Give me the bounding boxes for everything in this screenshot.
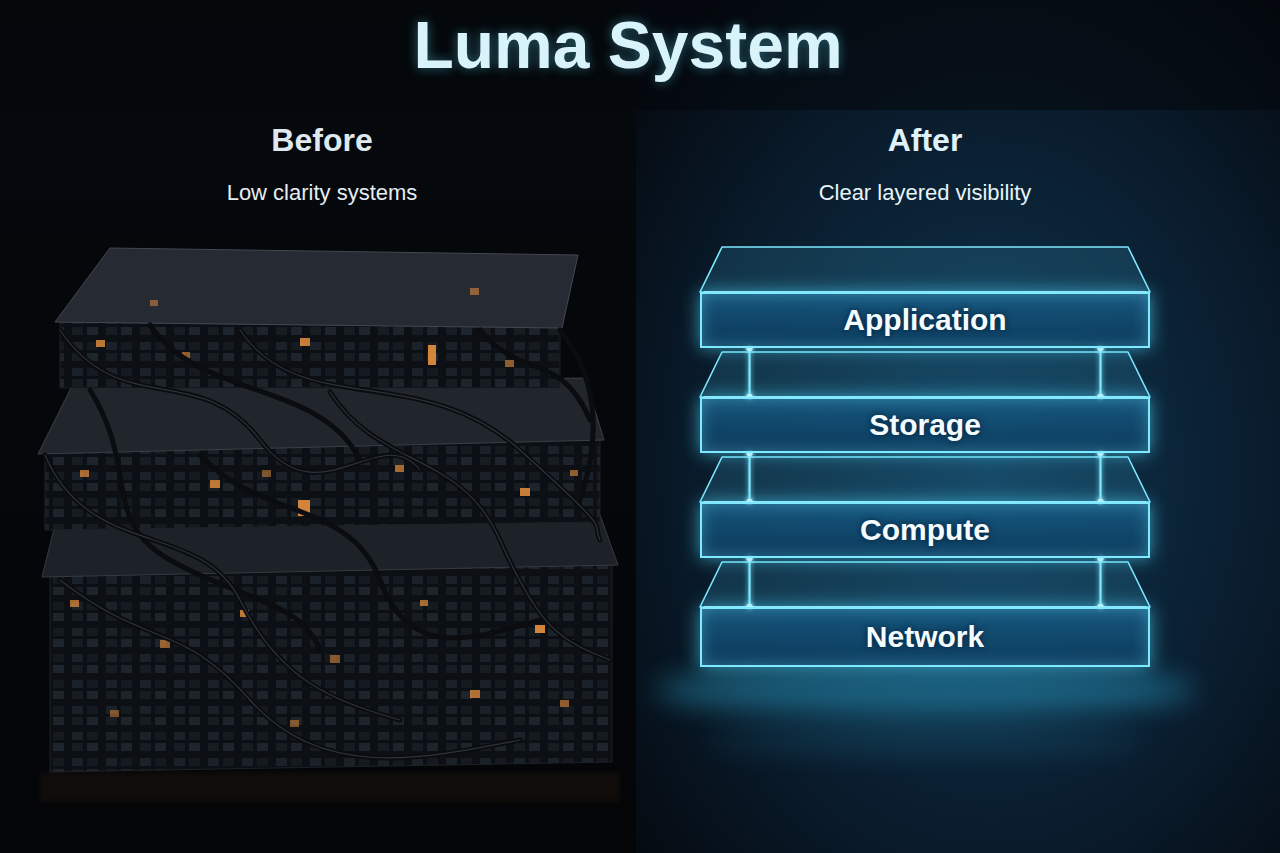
slab-top	[700, 247, 1150, 292]
section-subtitle: Clear layered visibility	[819, 180, 1032, 205]
slab-top	[700, 562, 1150, 607]
slab-top	[700, 457, 1150, 502]
slab-top	[700, 352, 1150, 397]
title: Luma System	[413, 8, 842, 84]
dark-stack	[38, 248, 620, 802]
section-subtitle: Low clarity systems	[227, 180, 418, 205]
glow-connector	[750, 348, 1101, 397]
layer-slab: Network	[700, 607, 1150, 667]
section-heading: Before	[271, 122, 372, 159]
glow-connector	[750, 453, 1101, 502]
layer-slab: Application	[700, 292, 1150, 348]
layer-name: Storage	[869, 408, 981, 443]
layer-name: Compute	[860, 513, 990, 548]
layer-slab: Storage	[700, 397, 1150, 453]
section-heading: After	[888, 122, 963, 159]
layer-slab: Compute	[700, 502, 1150, 558]
layer-name: Network	[866, 620, 984, 655]
layer-name: Application	[843, 303, 1006, 338]
glow-connector	[750, 558, 1101, 607]
